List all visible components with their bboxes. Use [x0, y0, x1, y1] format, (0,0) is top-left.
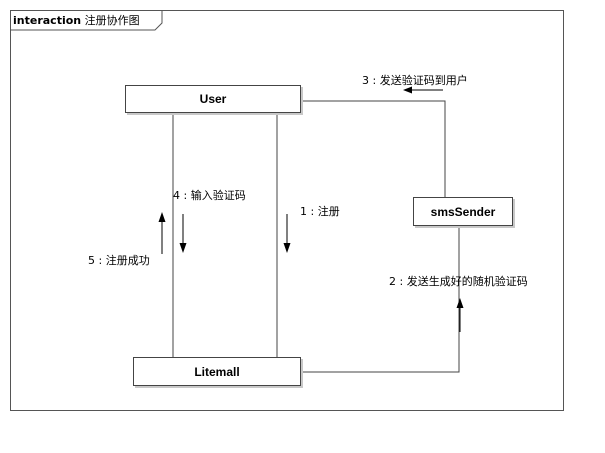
arrow-msg-3: [403, 86, 443, 94]
message-label-3: 3 : 发送验证码到用户: [362, 74, 468, 87]
frame-tab-outline: [10, 10, 163, 31]
node-smssender-label: smsSender: [430, 204, 496, 219]
node-user-label: User: [199, 92, 227, 106]
message-label-4: 4 : 输入验证码: [173, 189, 246, 202]
frame-name: 注册协作图: [84, 14, 140, 27]
message-label-5: 5 : 注册成功: [88, 254, 150, 267]
node-litemall[interactable]: Litemall: [133, 357, 301, 386]
frame-keyword: interaction: [13, 14, 82, 27]
arrow-msg-1: [283, 214, 291, 253]
frame-title: interaction 注册协作图: [13, 12, 140, 28]
link-litemall-smssender: [301, 226, 460, 373]
interaction-frame: [10, 10, 564, 411]
node-user[interactable]: User: [125, 85, 301, 113]
arrow-msg-5: [158, 212, 166, 254]
arrow-msg-4: [179, 214, 187, 253]
message-label-2: 2 : 发送生成好的随机验证码: [389, 275, 528, 288]
node-litemall-label: Litemall: [194, 364, 240, 379]
message-label-1: 1 : 注册: [300, 205, 340, 218]
arrow-msg-2: [456, 298, 464, 332]
node-smssender[interactable]: smsSender: [413, 197, 513, 226]
link-user-smssender: [301, 100, 446, 197]
